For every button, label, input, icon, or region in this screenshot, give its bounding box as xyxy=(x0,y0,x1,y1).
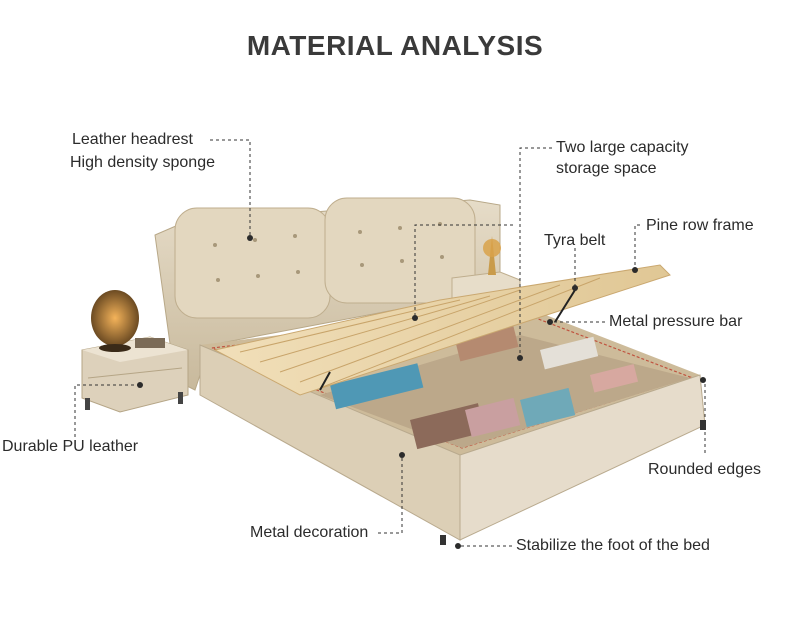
label-headrest-line2: High density sponge xyxy=(70,154,215,171)
label-stabilize-foot: Stabilize the foot of the bed xyxy=(516,537,710,554)
label-tyra-belt: Tyra belt xyxy=(544,232,606,249)
page-title: MATERIAL ANALYSIS xyxy=(246,30,544,61)
label-pine-frame: Pine row frame xyxy=(646,217,754,234)
headboard xyxy=(154,197,501,391)
label-headrest-line1: Leather headrest xyxy=(72,131,193,148)
left-nightstand xyxy=(81,336,189,413)
label-pressure-bar: Metal pressure bar xyxy=(609,313,743,330)
leader-dots xyxy=(137,235,706,549)
label-storage-line1: Two large capacity xyxy=(556,139,689,156)
label-pu-leather: Durable PU leather xyxy=(2,438,139,455)
label-rounded-edges: Rounded edges xyxy=(648,461,761,478)
storage-compartments xyxy=(320,325,690,450)
table-lamp xyxy=(91,290,165,352)
label-metal-decoration: Metal decoration xyxy=(250,524,369,541)
slat-board xyxy=(213,264,671,396)
label-storage-line2: storage space xyxy=(556,160,657,177)
